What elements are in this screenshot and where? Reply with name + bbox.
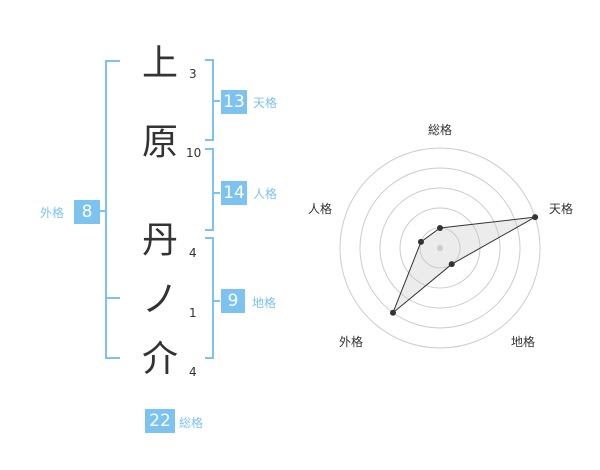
radar-ring: [339, 147, 541, 349]
radar-label-tenkaku: 天格: [549, 202, 574, 216]
soukaku-label: 総格: [179, 416, 204, 430]
radar-point-2: [532, 214, 539, 221]
radar-ring: [379, 187, 501, 309]
radar-label-jinkaku: 人格: [308, 202, 333, 216]
tenkaku-label: 天格: [253, 96, 278, 110]
name-char-3: 丹: [141, 220, 178, 261]
chikaku-value: 9: [221, 289, 245, 313]
radar-center: [437, 245, 443, 251]
outer-bracket: [105, 60, 120, 359]
radar-area: [392, 216, 536, 314]
radar-point-4: [389, 309, 396, 316]
radar-label-chikaku: 地格: [511, 335, 536, 349]
soukaku-value: 22: [145, 409, 175, 433]
name-char-4: ノ: [141, 279, 178, 320]
name-char-1: 上: [141, 43, 178, 84]
stroke-count-3: 4: [189, 246, 197, 260]
jinkaku-bracket: [205, 148, 214, 231]
jinkaku-label: 人格: [253, 187, 278, 201]
stroke-count-2: 10: [186, 146, 202, 160]
radar-point-5: [417, 238, 424, 245]
stroke-count-4: 1: [189, 306, 197, 320]
jinkaku-value: 14: [221, 181, 247, 205]
gaikaku-label: 外格: [40, 206, 65, 220]
radar-ring: [359, 167, 521, 329]
chikaku-bracket: [205, 237, 214, 359]
tenkaku-value: 13: [221, 90, 247, 114]
gaikaku-value: 8: [74, 200, 100, 224]
radar-label-gaikaku: 外格: [339, 335, 364, 349]
chikaku-label: 地格: [252, 296, 277, 310]
stroke-count-5: 4: [189, 365, 197, 379]
radar-label-soukaku: 総格: [428, 123, 453, 137]
name-char-2: 原: [141, 122, 178, 163]
name-char-5: 介: [141, 339, 178, 380]
radar-point-1: [437, 225, 443, 231]
stroke-count-1: 3: [189, 67, 197, 81]
radar-point-3: [448, 261, 455, 268]
